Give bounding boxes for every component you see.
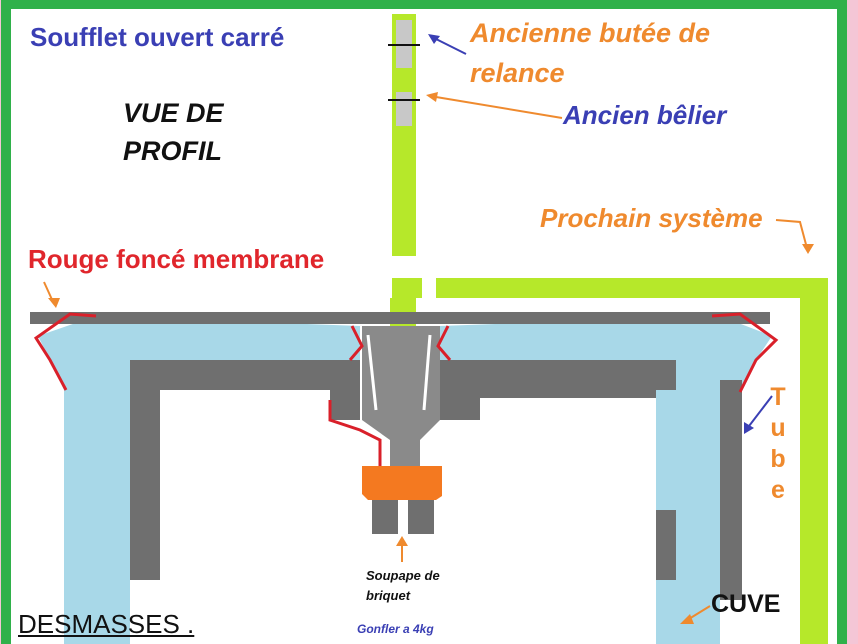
housing-left-inner [130, 360, 360, 580]
label-soufflet: Soufflet ouvert carré [30, 22, 285, 52]
label-gonfler: Gonfler a 4kg [357, 622, 434, 636]
arrowhead-cuve [680, 614, 694, 624]
central-gasket [362, 326, 440, 470]
label-prochain-systeme: Prochain système [540, 203, 763, 233]
valve-cone [306, 532, 500, 644]
label-desmasses: DESMASSES . [18, 609, 195, 639]
label-rouge-membrane: Rouge foncé membrane [28, 244, 325, 274]
membrane-right-edge [711, 312, 779, 393]
label-tube: Tube [770, 383, 786, 504]
label-ancienne-butee: Ancienne butée de relance [470, 18, 711, 88]
arrowhead-tube [744, 422, 754, 434]
tube [800, 498, 828, 644]
label-vue-de-profil: VUE DE PROFIL [123, 98, 224, 166]
housing-top-plate [30, 312, 770, 324]
gasket-stripe-1 [366, 334, 378, 411]
arrowhead-soupape [396, 536, 408, 546]
housing-right-wall [720, 380, 742, 600]
label-soupape: Soupape de briquet [366, 568, 440, 603]
next-system-right-bar [800, 278, 828, 498]
orange-valve [362, 466, 442, 500]
arrow-tube [745, 395, 773, 431]
arrow-ancien-belier [429, 95, 563, 119]
arrowhead-ancien-belier [426, 92, 438, 102]
rod-guide-top [422, 278, 436, 308]
arrowhead-rouge-membrane [48, 298, 60, 308]
label-cuve: CUVE [711, 590, 781, 618]
bellows-left-wing [38, 316, 360, 644]
label-ancien-belier: Ancien bêlier [563, 100, 727, 130]
membrane-center-left [348, 325, 364, 361]
gasket-stripe-2 [422, 334, 432, 411]
arrowhead-ancienne-butee [428, 34, 440, 44]
arrowhead-prochain-systeme [802, 244, 814, 254]
membrane-left-edge [33, 312, 97, 391]
old-stop-block-lower [396, 92, 412, 126]
membrane-inner-left [328, 400, 382, 466]
housing-left-wall [64, 380, 84, 600]
valve-stem [398, 500, 408, 534]
membrane-center-right [436, 325, 452, 361]
arrow-prochain-systeme [775, 219, 809, 253]
next-system-top-bar [392, 278, 828, 298]
housing-right-inner [440, 360, 676, 580]
